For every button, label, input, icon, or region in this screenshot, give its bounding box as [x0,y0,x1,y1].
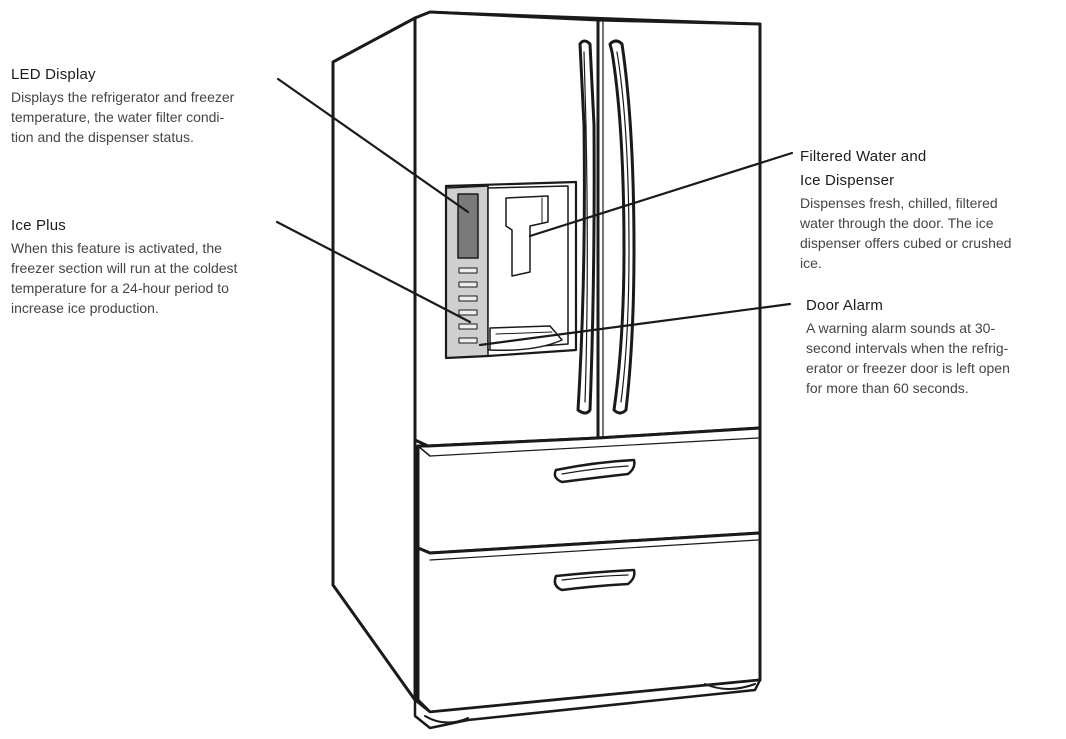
led-display-leader-line [276,77,470,214]
door-alarm-leader-line [478,302,792,347]
ice-chute [505,195,549,277]
fridge-base [413,678,762,730]
led-display-callout: LED Display Displays the refrigerator an… [11,63,281,147]
led-display-description: Displays the refrigerator and freezer te… [11,89,235,145]
fridge-side-panel [331,16,417,702]
left-door-handle [576,39,596,415]
ice-plus-title: Ice Plus [11,217,66,234]
filtered-water-callout: Filtered Water and Ice Dispenser Dispens… [800,145,1060,273]
dispenser-outer-frame [444,180,578,360]
control-button-5 [458,323,478,330]
ice-plus-description: When this feature is activated, the free… [11,240,238,316]
control-button-2 [458,281,478,288]
control-button-6 [458,337,478,344]
control-button-4 [458,309,478,316]
filtered-water-title: Filtered Water and Ice Dispenser [800,148,927,189]
control-button-3 [458,295,478,302]
fridge-foot-right [704,683,756,690]
filtered-water-description: Dispenses fresh, chilled, filtered water… [800,195,1012,271]
led-display-title: LED Display [11,66,96,83]
upper-drawer-handle [553,458,636,484]
fridge-foot-left [424,715,469,724]
door-alarm-title: Door Alarm [806,297,884,314]
ice-plus-leader-line [275,220,472,324]
door-alarm-callout: Door Alarm A warning alarm sounds at 30-… [806,294,1056,398]
ice-plus-callout: Ice Plus When this feature is activated,… [11,214,286,318]
control-button-1 [458,267,478,274]
filtered-water-leader-line [528,151,794,238]
door-alarm-description: A warning alarm sounds at 30- second int… [806,320,1010,396]
led-display-screen [457,193,479,259]
